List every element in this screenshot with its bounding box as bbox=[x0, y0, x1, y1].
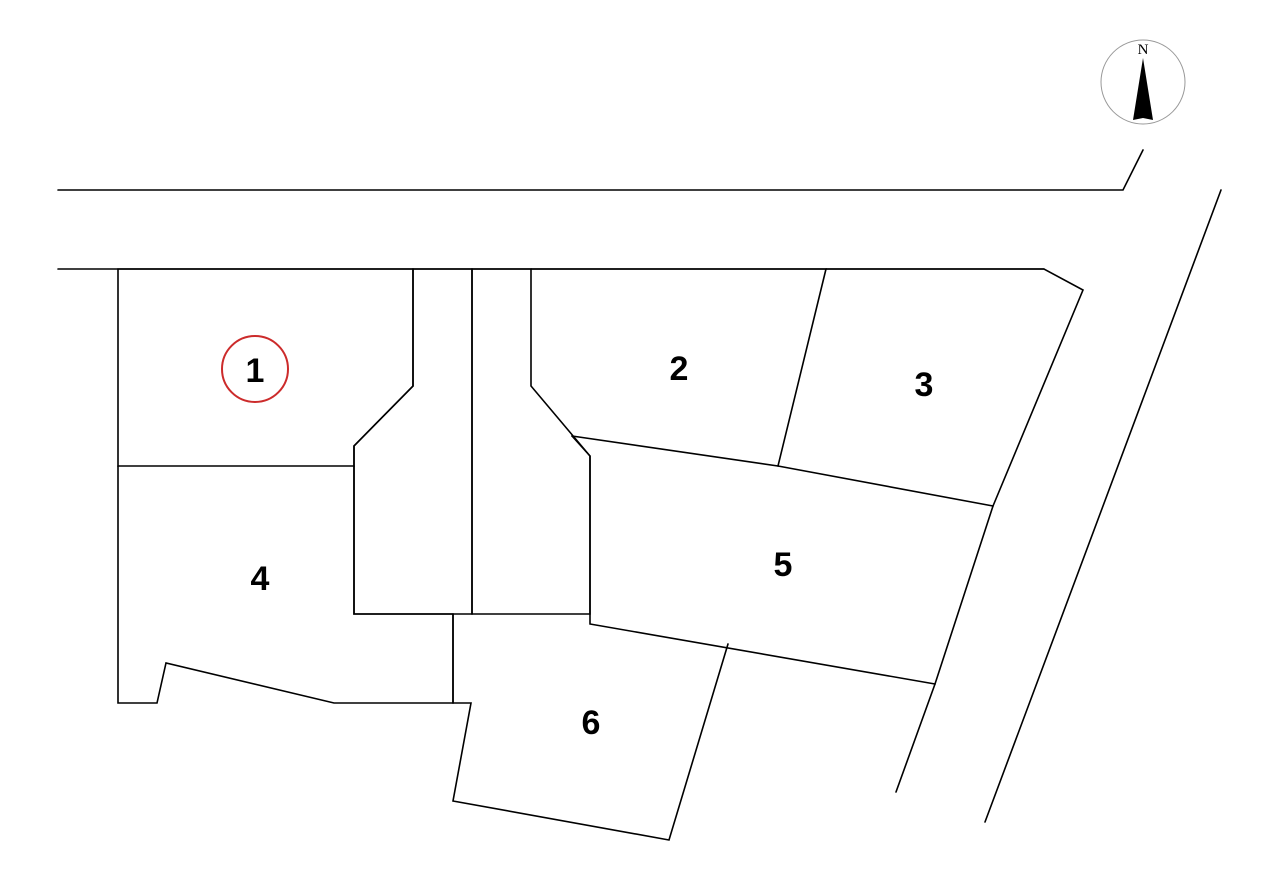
selected-lot-highlight-ring bbox=[221, 335, 289, 403]
lot-3-label[interactable]: 3 bbox=[915, 366, 934, 404]
lot-4-boundary[interactable] bbox=[117, 465, 454, 704]
lot-4-label[interactable]: 4 bbox=[251, 560, 270, 598]
east-road-outer-edge bbox=[984, 189, 1222, 823]
compass-needle-dark bbox=[1133, 58, 1143, 120]
compass-needle-light bbox=[1143, 58, 1153, 120]
driveway-west bbox=[353, 268, 473, 615]
lot-5-label[interactable]: 5 bbox=[774, 546, 793, 584]
north-road-upper-edge bbox=[57, 149, 1144, 191]
lot-5-boundary[interactable] bbox=[571, 435, 994, 685]
lot-5-east-extension bbox=[895, 683, 936, 793]
north-arrow-icon: N bbox=[1100, 39, 1186, 125]
lot-labels: 1 2 3 4 5 6 bbox=[246, 350, 934, 742]
roads bbox=[57, 149, 1222, 823]
lot-1-boundary[interactable] bbox=[117, 268, 414, 467]
driveway-east bbox=[471, 268, 591, 615]
lot-3-boundary[interactable] bbox=[777, 268, 1085, 507]
lot-6-boundary[interactable] bbox=[452, 613, 729, 841]
lot-2-label[interactable]: 2 bbox=[670, 350, 689, 388]
lot-2-boundary[interactable] bbox=[530, 268, 828, 467]
compass-north-label: N bbox=[1138, 42, 1149, 58]
lot-6-label[interactable]: 6 bbox=[582, 704, 601, 742]
lot-1-label[interactable]: 1 bbox=[246, 352, 265, 390]
